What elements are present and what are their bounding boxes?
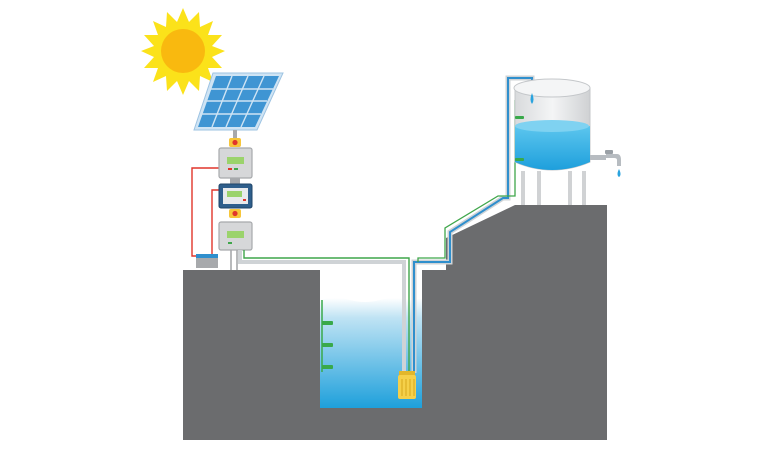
delivery-pipe-water [413,77,533,373]
tank-leg-1 [521,171,525,205]
faucet-icon [590,150,621,177]
tank-leg-3 [568,171,572,205]
faucet-pipe [590,155,606,160]
ground [183,205,607,440]
charge-controller-led [228,168,232,170]
fuse-bottom-icon [229,209,241,218]
inverter-icon [218,183,253,209]
tank-leg-2 [537,171,541,205]
tank-sensor-low [515,158,524,161]
well-sensor-high [322,321,333,325]
well-level-sensors [321,300,333,372]
pump-power-cable [238,250,410,373]
faucet-drop [617,169,621,177]
inverter-screen [227,191,242,197]
solar-panel-post [233,130,237,140]
pump-controller-screen [227,231,244,238]
pump-body [398,375,416,399]
solar-panel-icon [193,72,284,140]
charge-controller-foot [230,178,240,184]
tank-top [513,78,591,98]
controller-stand [230,250,238,270]
tank-inflow-drop [530,93,534,104]
charge-controller-screen [227,157,244,164]
panel-grid-v3 [240,75,265,128]
faucet-spout [606,154,621,166]
well-sensor-low [322,365,333,369]
panel-grid-v2 [225,75,249,128]
pump-cable-white [238,250,406,373]
tank-sensor-high [515,116,524,119]
solar-panel-grid [202,75,273,128]
pump-grille [401,379,415,396]
submersible-pump-icon [398,371,416,399]
ground-left-block [183,270,320,440]
sun-icon [141,8,225,95]
pump-controller-led [228,242,232,244]
inverter-led [243,199,246,201]
pump-cable-green [243,250,410,373]
delivery-pipe [411,75,535,373]
battery-icon [196,254,218,268]
ground-right-slope [422,205,607,440]
fuse-top-icon [229,138,241,147]
battery-body [196,257,218,268]
charge-controller-led-2 [234,168,238,170]
ground-bottom [183,408,607,440]
faucet-handle [605,150,613,154]
well-water [320,298,422,408]
battery-top [196,254,218,258]
tank-sensor-cable [417,100,516,262]
tank-leg-4 [582,171,586,205]
tank-water [515,126,590,170]
charge-controller-icon [218,147,253,184]
tank-legs [521,171,586,205]
fuse-top-dot [232,139,238,146]
tank-water-surface [515,120,589,132]
fuse-bottom-dot [232,210,238,217]
water-tank-icon [513,78,591,205]
pump-controller-icon [218,221,253,251]
sun-core [161,29,205,73]
well-sensor-mid [322,343,333,347]
panel-grid-v1 [211,75,233,128]
pump-cap [399,371,415,376]
